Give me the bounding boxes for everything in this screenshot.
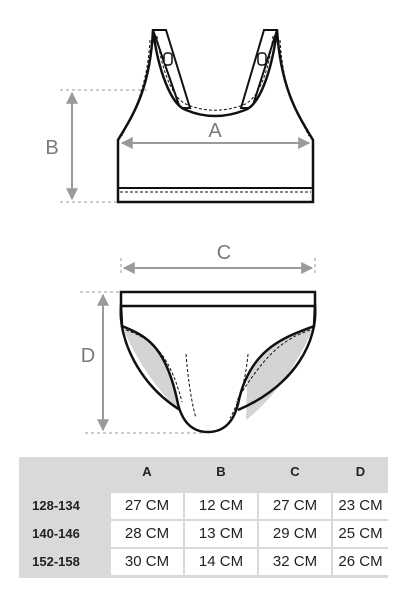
table-cell: 27 CM [259, 493, 331, 519]
column-header-d: D [355, 464, 366, 479]
label-b: B [45, 137, 58, 159]
table-cell: 13 CM [185, 521, 257, 547]
table-cell: 26 CM [333, 549, 388, 575]
top-garment-drawing [116, 29, 315, 204]
table-cell: 27 CM [111, 493, 183, 519]
brief-garment-drawing [119, 290, 317, 434]
size-chart-table: A B C D 128-134 27 CM 12 CM 27 CM 23 CM … [19, 457, 388, 578]
dimension-b: B [45, 89, 150, 203]
table-cell: 14 CM [185, 549, 257, 575]
table-cell: 25 CM [333, 521, 388, 547]
label-c: C [217, 242, 231, 264]
row-label-size: 152-158 [32, 554, 80, 569]
size-diagram: A B C D [45, 29, 317, 434]
dimension-a: A [120, 120, 311, 149]
column-header-b: B [216, 464, 226, 479]
table-cell: 28 CM [111, 521, 183, 547]
table-cell: 29 CM [259, 521, 331, 547]
dimension-c: C [120, 242, 316, 275]
table-cell: 12 CM [185, 493, 257, 519]
table-cell: 32 CM [259, 549, 331, 575]
table-cell: 30 CM [111, 549, 183, 575]
row-label-size: 128-134 [32, 498, 80, 513]
column-header-a: A [142, 464, 152, 479]
dimension-d: D [80, 291, 205, 434]
label-a: A [208, 120, 222, 142]
label-d: D [81, 345, 95, 367]
row-label-size: 140-146 [32, 526, 80, 541]
table-cell: 23 CM [333, 493, 388, 519]
column-header-c: C [290, 464, 300, 479]
